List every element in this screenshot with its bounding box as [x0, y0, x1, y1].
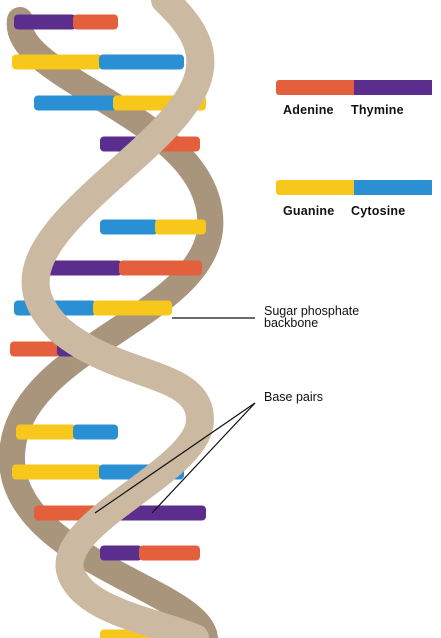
backbone-annotation-label: Sugar phosphate backbone: [264, 304, 360, 330]
rung-6-adenine: [119, 260, 202, 276]
legend-adenine-swatch: [276, 80, 354, 95]
rung-1-adenine: [73, 14, 118, 30]
backbone-label-line2: backbone: [264, 316, 319, 330]
backbone-strand-front: [21, 0, 215, 638]
rung-5-cytosine: [100, 219, 158, 235]
legend-guanine-swatch: [276, 180, 354, 195]
rung-8-adenine: [10, 341, 60, 357]
base-pairs-annotation-label: Base pairs: [264, 390, 324, 404]
rung-1-thymine: [14, 14, 76, 30]
legend-thymine-swatch: [354, 80, 432, 95]
rung-5-guanine: [155, 219, 206, 235]
rung-12-thymine: [100, 545, 142, 561]
base-pairs-leader-line-1: [94, 402, 256, 514]
legend-adenine-label: Adenine: [283, 103, 334, 117]
rung-9-guanine: [16, 424, 76, 440]
rung-3-cytosine: [34, 95, 116, 111]
rung-7-guanine: [93, 300, 172, 316]
base-pairs-leader-line-2: [151, 402, 256, 514]
legend-thymine-label: Thymine: [351, 103, 404, 117]
legend-cytosine-swatch: [354, 180, 432, 195]
rung-10-guanine: [12, 464, 102, 480]
rung-9-cytosine: [73, 424, 118, 440]
legend-guanine-label: Guanine: [283, 204, 335, 218]
rung-11-thymine: [113, 505, 206, 521]
backbone-label-line1: Sugar phosphate: [264, 304, 360, 318]
rung-12-adenine: [139, 545, 200, 561]
rung-2-cytosine: [99, 54, 184, 70]
legend-cytosine-label: Cytosine: [351, 204, 406, 218]
rung-2-guanine: [12, 54, 102, 70]
